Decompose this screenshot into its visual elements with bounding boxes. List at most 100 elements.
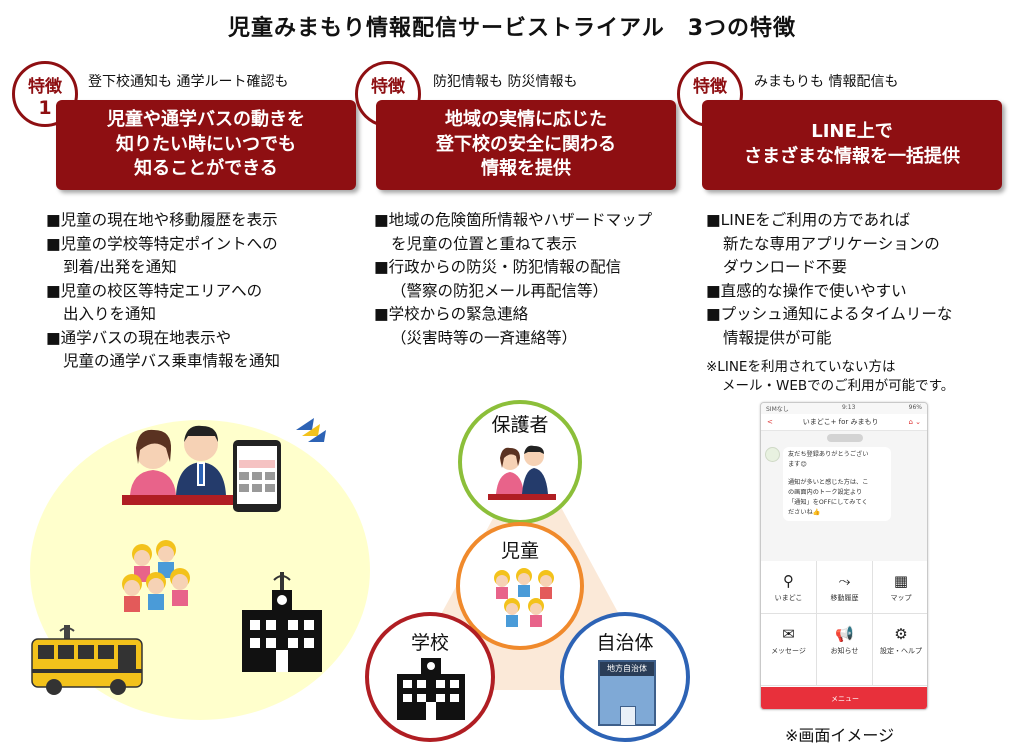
line-note: ※LINEを利用されていない方は メール・WEBでのご利用が可能です。 [706, 358, 954, 396]
menu-button-settings[interactable]: ⚙ 設定・ヘルプ [873, 614, 927, 686]
guardian-icon [488, 445, 556, 500]
bullet-item-continuation: （警察の防犯メール再配信等） [391, 281, 609, 300]
megaphone-icon: 📢 [835, 625, 854, 643]
phone-chat-area: 友だち登録ありがとうござい ます😊 通知が多いと感じた方は、こ の画面内のトーク… [761, 431, 927, 561]
page-title: 児童みまもり情報配信サービストライアル 3つの特徴 [227, 16, 797, 41]
menu-button-map[interactable]: ▦ マップ [873, 561, 927, 614]
bullet-item-continuation: ダウンロード不要 [723, 258, 848, 276]
bubble-line [788, 470, 886, 478]
feature-3-subtitle: みまもりも 情報配信も [754, 74, 899, 90]
screen-image-caption: ※画面イメージ [785, 726, 895, 745]
feature-badge-label: 特徴 [693, 77, 727, 97]
feature-badge-number: 1 [38, 97, 52, 119]
bullet-item-continuation: を児童の位置と重ねて表示 [391, 234, 578, 253]
menu-button-label: 移動履歴 [830, 594, 859, 602]
date-pill [827, 434, 863, 442]
municipality-building-icon: 地方自治体 [598, 660, 656, 726]
feature-2-subtitle: 防犯情報も 防災情報も [433, 74, 578, 90]
children-group-icon [122, 540, 190, 612]
feature-2-heading-line: 情報を提供 [481, 158, 571, 180]
note-line: メール・WEBでのご利用が可能です。 [722, 378, 955, 394]
menu-button-label: お知らせ [830, 647, 859, 655]
bullet-item-continuation: （災害時等の一斉連絡等） [391, 328, 578, 347]
status-time: 9:13 [841, 404, 856, 411]
monitoring-illustration [31, 418, 326, 695]
bullet-item: ■地域の危険箇所情報やハザードマップ [374, 211, 653, 229]
municipality-sign: 地方自治体 [600, 662, 654, 676]
bullet-item-continuation: 児童の通学バス乗車情報を通知 [63, 352, 281, 370]
school-icon [397, 658, 465, 720]
desk-shape [122, 495, 272, 505]
map-icon: ▦ [893, 572, 909, 590]
bubble-line: 「通知」をOFFにしてみてく [788, 499, 868, 506]
chat-title: いまどこ+ for みまもり [802, 418, 879, 426]
feature-1-bullet-list: ■児童の現在地や移動履歴を表示 ■児童の学校等特定ポイントへの 到着/出発を通知… [46, 209, 280, 374]
note-line: ※LINEを利用されていない方は [706, 359, 896, 375]
menu-button-label: 設定・ヘルプ [880, 647, 922, 655]
bubble-line: ださいね👍 [788, 509, 821, 516]
bullet-item: ■通学バスの現在地表示や [46, 328, 232, 347]
feature-badge-label: 特徴 [28, 77, 62, 97]
bullet-item-continuation: 情報提供が可能 [723, 328, 832, 347]
parent-man-icon [176, 425, 226, 495]
school-building-icon [242, 572, 322, 672]
status-battery: 96% [908, 404, 922, 411]
feature-3-bullet-list: ■LINEをご利用の方であれば 新たな専用アプリケーションの ダウンロード不要 … [706, 209, 952, 350]
feature-3-heading-box: LINE上で さまざまな情報を一括提供 [702, 100, 1002, 190]
pin-icon: ⚲ [783, 572, 794, 590]
bullet-item-continuation: 出入りを通知 [63, 305, 157, 323]
child-circle: 児童 [456, 522, 584, 650]
feature-2-bullet-list: ■地域の危険箇所情報やハザードマップ を児童の位置と重ねて表示 ■行政からの防災… [374, 209, 652, 350]
bubble-line: 通知が多いと感じた方は、こ [788, 479, 869, 486]
school-circle: 学校 [365, 612, 495, 742]
phone-chat-header: < いまどこ+ for みまもり ⌂ ⌄ [761, 414, 927, 431]
bullet-item: ■児童の校区等特定エリアへの [46, 281, 263, 300]
school-bus-icon [31, 625, 143, 695]
feature-1-heading-line: 児童や通学バスの動きを [107, 108, 305, 130]
guardian-circle: 保護者 [458, 400, 582, 524]
feature-3-heading-line: LINE上で [811, 121, 893, 143]
feature-1-badge: 特徴 1 [12, 61, 78, 127]
bullet-item: ■プッシュ通知によるタイムリーな [706, 305, 953, 323]
bullet-item: ■行政からの防災・防犯情報の配信 [374, 258, 622, 276]
route-icon: ⤳ [838, 572, 851, 590]
menu-button-imadoko[interactable]: ⚲ いまどこ [761, 561, 817, 614]
phone-status-bar: SIMなし 9:13 96% [761, 403, 927, 414]
smartphone-icon [233, 440, 281, 512]
bubble-line: の画面内のトーク設定より [788, 489, 863, 496]
municipality-label: 自治体 [596, 632, 654, 654]
guardian-label: 保護者 [491, 414, 549, 436]
bot-avatar-icon [765, 447, 780, 462]
bullet-item: ■学校からの緊急連絡 [374, 305, 529, 323]
bubble-line: ます😊 [788, 461, 807, 468]
chat-bubble: 友だち登録ありがとうござい ます😊 通知が多いと感じた方は、こ の画面内のトーク… [783, 447, 891, 521]
status-carrier: SIMなし [766, 406, 789, 413]
home-icon[interactable]: ⌂ ⌄ [908, 418, 921, 426]
children-icon [494, 568, 554, 627]
bullet-item: ■児童の学校等特定ポイントへの [46, 234, 278, 253]
menu-button-news[interactable]: 📢 お知らせ [817, 614, 873, 686]
bullet-item: ■直感的な操作で使いやすい [706, 281, 907, 300]
feature-2-heading-line: 地域の実情に応じた [445, 108, 607, 130]
school-label: 学校 [410, 632, 449, 654]
menu-button-label: いまどこ [774, 594, 803, 602]
menu-button-label: メッセージ [771, 647, 806, 655]
mail-icon: ✉ [782, 625, 795, 643]
feature-1-heading-box: 児童や通学バスの動きを 知りたい時にいつでも 知ることができる [56, 100, 356, 190]
menu-button-history[interactable]: ⤳ 移動履歴 [817, 561, 873, 614]
bubble-line: 友だち登録ありがとうござい [788, 451, 869, 458]
menu-button-message[interactable]: ✉ メッセージ [761, 614, 817, 686]
phone-screen-mock: SIMなし 9:13 96% < いまどこ+ for みまもり ⌂ ⌄ 友だち登… [760, 402, 928, 710]
gear-icon: ⚙ [894, 625, 908, 643]
back-chevron-icon[interactable]: < [767, 418, 773, 426]
municipality-circle: 自治体 地方自治体 [560, 612, 690, 742]
feature-2-heading-line: 登下校の安全に関わる [436, 133, 616, 155]
menu-button-label: マップ [890, 594, 912, 602]
child-label: 児童 [500, 540, 539, 562]
feature-1-heading-line: 知りたい時にいつでも [116, 133, 296, 155]
phone-menu-bar[interactable]: メニュー [761, 687, 927, 709]
parent-woman-icon [130, 429, 176, 495]
bullet-item-continuation: 到着/出発を通知 [63, 258, 177, 276]
phone-rich-menu: ⚲ いまどこ ⤳ 移動履歴 ▦ マップ ✉ メッセージ 📢 お知らせ ⚙ 設定・… [761, 561, 927, 709]
bullet-item: ■児童の現在地や移動履歴を表示 [46, 211, 278, 229]
